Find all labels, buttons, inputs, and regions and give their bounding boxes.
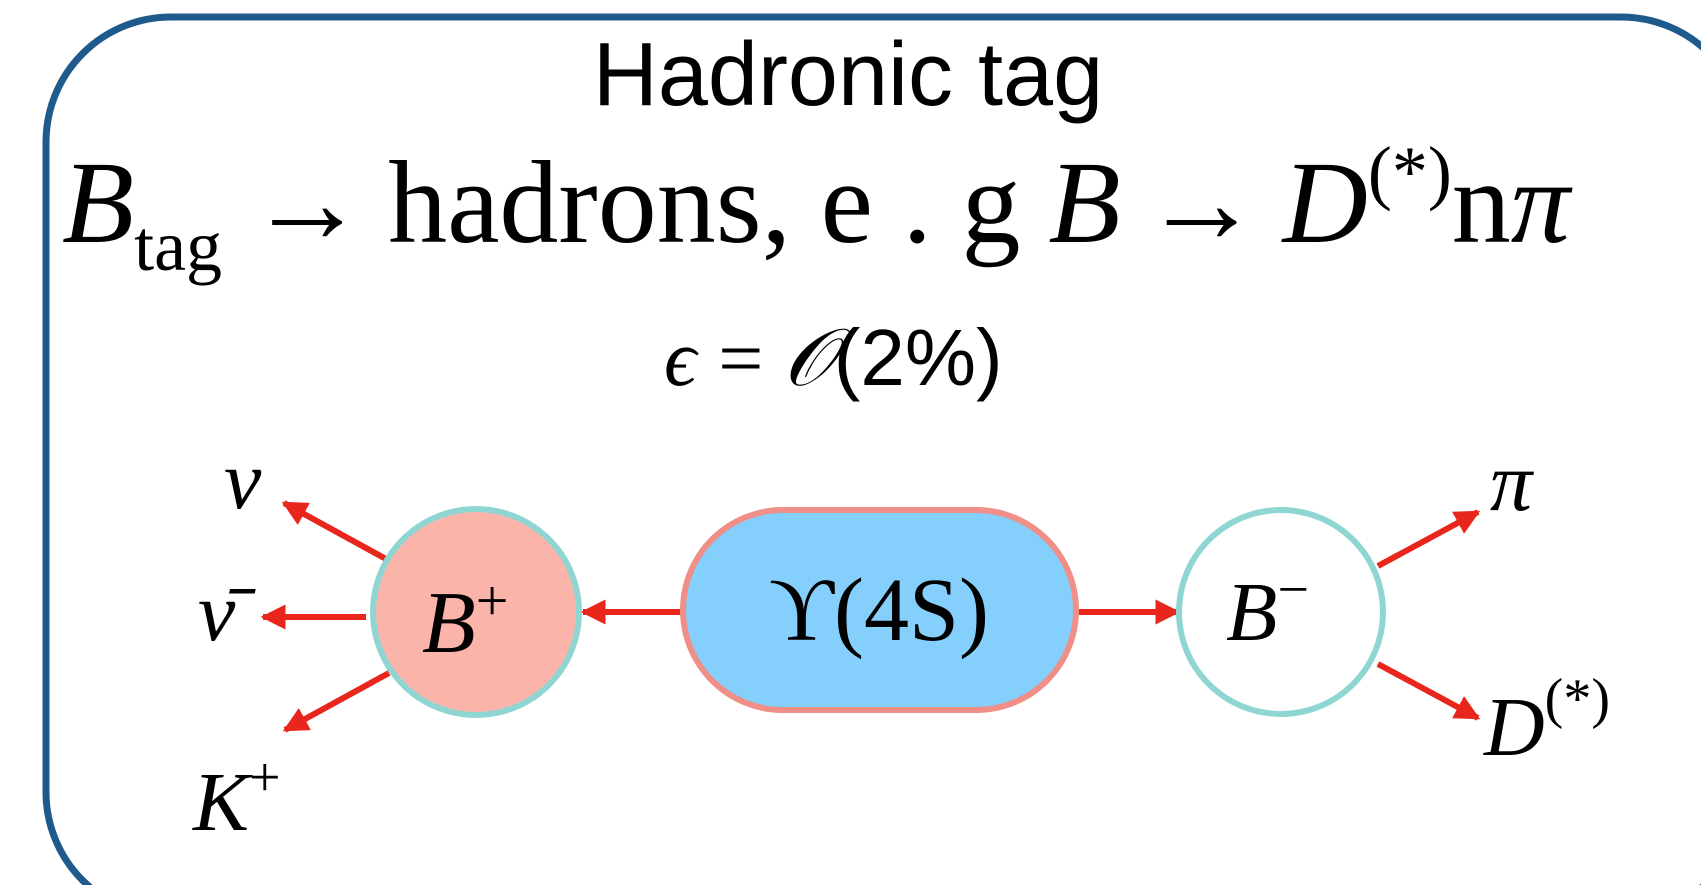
k-plus-base: K [192, 756, 253, 849]
b-minus-node [1176, 507, 1386, 717]
formula-b-2: B [1049, 137, 1121, 268]
formula-b: B [62, 137, 134, 268]
b-minus-sup: − [1277, 559, 1309, 621]
particle-pi: π [1490, 436, 1535, 529]
formula-arrow-1: → [248, 137, 366, 268]
particle-k-plus: K+ [192, 747, 281, 849]
arrow-b-minus-to-d-star [1376, 661, 1481, 721]
particle-nu: ν [224, 434, 262, 527]
title: Hadronic tag [593, 25, 1103, 125]
arrow-b-plus-to-nu [281, 500, 388, 562]
b-minus-base: B [1226, 566, 1277, 659]
arrow-b-minus-to-pi [1376, 509, 1481, 569]
efficiency-epsilon: ϵ [664, 315, 699, 403]
frame [42, 13, 1701, 885]
efficiency-value: (2%) [834, 313, 1003, 402]
formula-pi: π [1511, 137, 1573, 268]
particle-d-star: D(*) [1483, 668, 1610, 774]
arrow-b-plus-to-k-plus [282, 670, 391, 733]
formula-d: D [1281, 137, 1368, 268]
b-plus-sup: + [476, 568, 509, 633]
formula-n: n [1452, 137, 1511, 268]
formula-b-subscript: tag [134, 206, 222, 286]
d-star-sup: (*) [1545, 668, 1610, 730]
efficiency-formula: ϵ=𝒪(2%) [664, 313, 1003, 403]
formula-d-superscript: (*) [1368, 132, 1452, 212]
b-plus-label: B+ [422, 568, 508, 672]
decay-arrows [260, 500, 1481, 733]
k-plus-sup: + [249, 747, 281, 809]
b-plus-node [370, 506, 582, 718]
d-star-base: D [1483, 681, 1545, 774]
upsilon-label: ϒ(4S) [769, 561, 989, 660]
b-minus-label: B− [1226, 559, 1309, 659]
efficiency-equals: = [718, 315, 763, 403]
particle-nubar: ν̄ [198, 566, 256, 659]
formula-hadrons: hadrons, e . g [388, 137, 1020, 268]
upsilon-node [680, 507, 1079, 713]
b-plus-base: B [422, 575, 476, 672]
formula-arrow-2: → [1143, 137, 1261, 268]
